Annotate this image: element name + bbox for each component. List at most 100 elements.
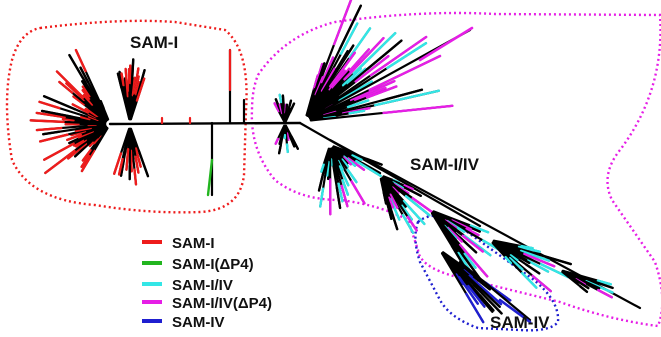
tree-leaf: [338, 80, 373, 102]
tree-leaf: [38, 100, 61, 110]
tree-leaf: [61, 117, 75, 122]
tree-leaf: [467, 284, 486, 308]
tree-leaf: [446, 226, 463, 243]
tree-leaf: [382, 104, 454, 115]
tree-leaf: [99, 99, 105, 110]
legend-label-sam-i-dp4: SAM-I(ΔP4): [172, 256, 254, 273]
legend: SAM-I SAM-I(ΔP4) SAM-I/IV SAM-I/IV(ΔP4) …: [142, 235, 272, 331]
tree-leaf: [341, 67, 362, 87]
tree-leaf: [320, 67, 336, 93]
tree-leaf: [348, 48, 371, 72]
tree-leaf: [79, 66, 90, 84]
tree-leaf: [274, 137, 280, 145]
tree-leaf: [539, 263, 570, 279]
tree-leaf: [134, 147, 142, 168]
tree-leaf: [316, 62, 326, 85]
tree-leaf: [402, 199, 426, 226]
tree-leaf: [479, 287, 501, 308]
tree-leaf: [527, 250, 572, 266]
tree-leaf: [42, 95, 77, 111]
tree-leaf: [387, 196, 395, 209]
tree-leaf: [343, 36, 385, 81]
tree-leaf: [478, 294, 495, 312]
tree-leaf: [330, 44, 355, 81]
tree-leaf: [288, 133, 296, 148]
tree-leaf: [320, 163, 325, 173]
tree-branches: [29, 0, 642, 324]
tree-leaf: [455, 273, 464, 286]
tree-leaf: [339, 22, 359, 55]
tree-leaf: [329, 51, 356, 88]
tree-leaf: [124, 67, 130, 98]
tree-leaf: [135, 81, 141, 96]
tree-leaf: [361, 162, 382, 175]
tree-leaf: [338, 4, 362, 51]
tree-leaf: [498, 298, 532, 324]
tree-leaf: [352, 32, 397, 75]
tree-leaf: [461, 234, 485, 253]
tree-leaf: [346, 168, 358, 184]
tree-leaf: [35, 111, 66, 119]
tree-leaf: [385, 200, 393, 221]
tree-leaf: [351, 154, 363, 161]
tree-leaf: [136, 68, 146, 97]
tree-leaf: [285, 143, 289, 154]
tree-leaf: [504, 255, 513, 265]
tree-leaf: [66, 133, 83, 142]
tree-leaf: [346, 99, 370, 109]
tree-leaf: [118, 70, 125, 89]
tree-leaf: [468, 274, 503, 306]
tree-leaf: [278, 133, 284, 145]
tree-leaf: [578, 285, 589, 294]
tree-leaf: [38, 133, 69, 143]
tree-leaf: [317, 167, 326, 192]
sam-i-iv-region-outline: [250, 11, 661, 328]
tree-leaf: [119, 158, 126, 177]
tree-leaf: [319, 187, 325, 208]
tree-leaf: [458, 243, 489, 278]
tree-leaf: [277, 144, 282, 155]
tree-leaf: [354, 86, 387, 102]
tree-leaf: [335, 186, 342, 210]
tree-leaf: [365, 157, 383, 166]
tree-leaf: [81, 149, 92, 162]
tree-leaf: [354, 54, 390, 83]
tree-leaf: [80, 149, 96, 173]
tree-leaf: [369, 35, 428, 77]
tree-leaf: [273, 102, 280, 113]
tree-leaf: [326, 160, 330, 177]
tree-leaf: [467, 282, 494, 313]
tree-leaf: [508, 256, 524, 271]
tree-leaf: [328, 69, 346, 91]
tree-leaf: [43, 142, 75, 161]
tree-leaf: [596, 288, 613, 299]
tree-leaf: [524, 263, 541, 275]
tree-leaf: [116, 72, 123, 90]
tree-leaf: [365, 39, 403, 71]
tree-leaf: [573, 277, 590, 290]
legend-label-sam-iv: SAM-IV: [172, 314, 225, 331]
tree-leaf: [342, 156, 353, 166]
tree-leaf: [401, 213, 415, 234]
tree-leaf: [320, 56, 335, 84]
tree-leaf: [40, 109, 73, 118]
sam-iv-region-label: SAM-IV: [490, 313, 550, 332]
tree-leaf: [509, 254, 519, 262]
tree-leaf: [465, 227, 480, 237]
tree-leaf: [526, 259, 550, 273]
tree-leaf: [71, 103, 90, 114]
tree-leaf: [520, 244, 534, 250]
tree-leaf: [387, 202, 399, 231]
tree-leaf: [81, 85, 91, 98]
tree-leaf: [29, 119, 65, 124]
tree-leaf: [206, 158, 214, 197]
tree-leaf: [137, 149, 150, 178]
tree-leaf: [341, 158, 350, 168]
tree-branch: [458, 260, 532, 322]
tree-leaf: [397, 196, 407, 208]
tree-leaf: [75, 138, 87, 148]
tree-leaf: [368, 54, 442, 92]
tree-leaf: [403, 186, 422, 197]
sam-i-region-label: SAM-I: [130, 33, 178, 52]
tree-leaf: [355, 159, 382, 178]
